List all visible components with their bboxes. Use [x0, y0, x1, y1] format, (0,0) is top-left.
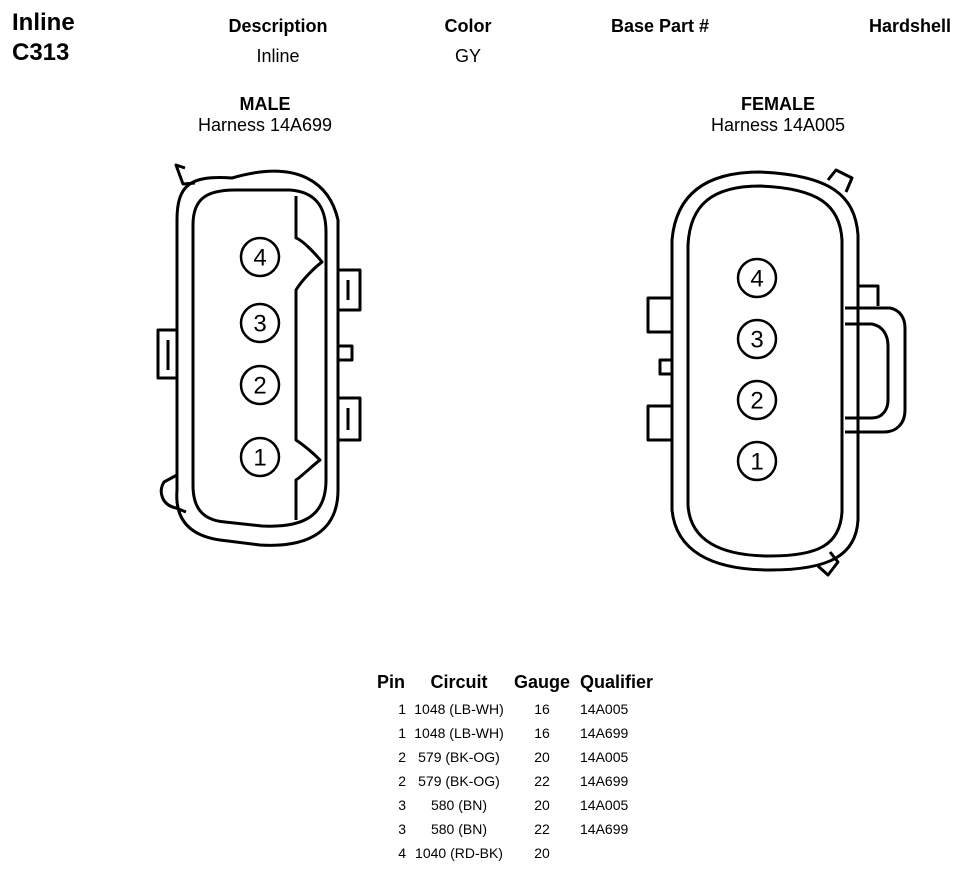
female-pin-4-circle: [736, 257, 778, 299]
pin-cell: 3: [398, 797, 406, 813]
pin-cell: 1: [398, 725, 406, 741]
female-left-tab-mid: [658, 358, 672, 376]
female-latch-bottom: [816, 551, 840, 577]
circuit-cell: 1040 (RD-BK): [415, 845, 503, 861]
gauge-cell: 16: [534, 701, 550, 717]
female-left-tab-upper: [646, 296, 672, 334]
female-heading: FEMALE Harness 14A005: [678, 94, 878, 136]
female-pin-1-circle: [736, 440, 778, 482]
female-pin-4-label: 4: [750, 266, 763, 293]
male-pin-1-label: 1: [253, 445, 266, 472]
female-pin-1-label: 1: [750, 449, 763, 476]
female-right-clip-inner: [845, 322, 890, 420]
male-pin-2-circle: [239, 364, 281, 406]
circuit-cell: 580 (BN): [430, 797, 488, 813]
male-right-tab-mid: [338, 344, 354, 362]
female-inner-shell: [686, 184, 844, 558]
male-latch-bottom: [159, 473, 187, 514]
pin-cell: 1: [398, 701, 406, 717]
circuit-cell: 579 (BK-OG): [418, 773, 500, 789]
table-row: 3 580 (BN) 22 14A699: [372, 817, 657, 841]
female-pin-2-label: 2: [750, 388, 763, 415]
connector-title: Inline C313: [12, 8, 75, 68]
male-pin-1-circle: [239, 436, 281, 478]
male-pin-4-label: 4: [253, 245, 266, 272]
female-pin-3-label: 3: [750, 327, 763, 354]
qualifier-cell: 14A005: [580, 797, 629, 813]
color-label: Color: [444, 16, 492, 36]
gauge-cell: 20: [534, 749, 550, 765]
female-connector: [646, 168, 907, 577]
female-right-top-ledge: [858, 284, 880, 306]
gauge-header: Gauge: [513, 672, 570, 692]
table-row: 1 1048 (LB-WH) 16 14A005: [372, 697, 657, 721]
male-right-tab-upper: [338, 268, 362, 312]
gauge-cell: 22: [534, 773, 550, 789]
pin-cell: 4: [398, 845, 406, 861]
female-right-clip: [845, 306, 907, 434]
male-inner-shell: [191, 188, 328, 528]
qualifier-cell: 14A005: [580, 749, 629, 765]
male-pin-3-label: 3: [253, 311, 266, 338]
circuit-cell: 1048 (LB-WH): [414, 701, 504, 717]
table-row: 3 580 (BN) 20 14A005: [372, 793, 657, 817]
pin-header: Pin: [376, 672, 405, 692]
circuit-cell: 579 (BK-OG): [418, 749, 500, 765]
table-row: 4 1040 (RD-BK) 20: [372, 841, 657, 865]
male-outer-shell: [175, 169, 340, 547]
male-pin-4-circle: [239, 236, 281, 278]
qualifier-cell: 14A699: [580, 725, 629, 741]
female-label: FEMALE: [741, 94, 815, 114]
circuit-header: Circuit: [430, 672, 488, 692]
hardshell-label: Hardshell: [869, 16, 952, 36]
male-latch-top: [174, 163, 196, 186]
connector-title-line2: C313: [12, 39, 70, 66]
circuit-cell: 1048 (LB-WH): [414, 725, 504, 741]
pin-cell: 3: [398, 821, 406, 837]
pin-cell: 2: [398, 773, 406, 789]
circuit-cell: 580 (BN): [430, 821, 488, 837]
female-outer-shell: [670, 170, 860, 572]
gauge-cell: 20: [534, 797, 550, 813]
male-pin-2-label: 2: [253, 373, 266, 400]
male-heading: MALE Harness 14A699: [165, 94, 365, 136]
gauge-cell: 22: [534, 821, 550, 837]
qualifier-cell: 14A699: [580, 821, 629, 837]
pin-cell: 2: [398, 749, 406, 765]
table-row: 2 579 (BK-OG) 22 14A699: [372, 769, 657, 793]
base-part-label: Base Part #: [610, 16, 710, 36]
male-pin-3-circle: [239, 302, 281, 344]
female-harness: Harness 14A005: [710, 115, 846, 135]
female-pin-3-circle: [736, 318, 778, 360]
male-right-tab-lower: [338, 396, 362, 442]
gauge-cell: 16: [534, 725, 550, 741]
female-left-tab-lower: [646, 404, 672, 442]
male-label: MALE: [239, 94, 291, 114]
description-label: Description: [228, 16, 328, 36]
qualifier-cell: [576, 841, 657, 865]
color-value: GY: [454, 46, 481, 66]
table-row: 2 579 (BK-OG) 20 14A005: [372, 745, 657, 769]
description-value: Inline: [256, 46, 300, 66]
qualifier-cell: 14A005: [580, 701, 629, 717]
connector-title-line1: Inline: [12, 9, 75, 36]
female-pin-2-circle: [736, 379, 778, 421]
male-harness: Harness 14A699: [197, 115, 333, 135]
male-left-tab: [156, 328, 177, 380]
qualifier-header: Qualifier: [580, 672, 654, 692]
male-key-rail: [294, 196, 324, 520]
qualifier-cell: 14A699: [580, 773, 629, 789]
table-row: 1 1048 (LB-WH) 16 14A699: [372, 721, 657, 745]
gauge-cell: 20: [534, 845, 550, 861]
pin-table-header: Pin Circuit Gauge Qualifier: [372, 672, 657, 697]
pin-table: Pin Circuit Gauge Qualifier 1 1048 (LB-W…: [372, 672, 657, 865]
female-latch-top: [826, 168, 854, 193]
